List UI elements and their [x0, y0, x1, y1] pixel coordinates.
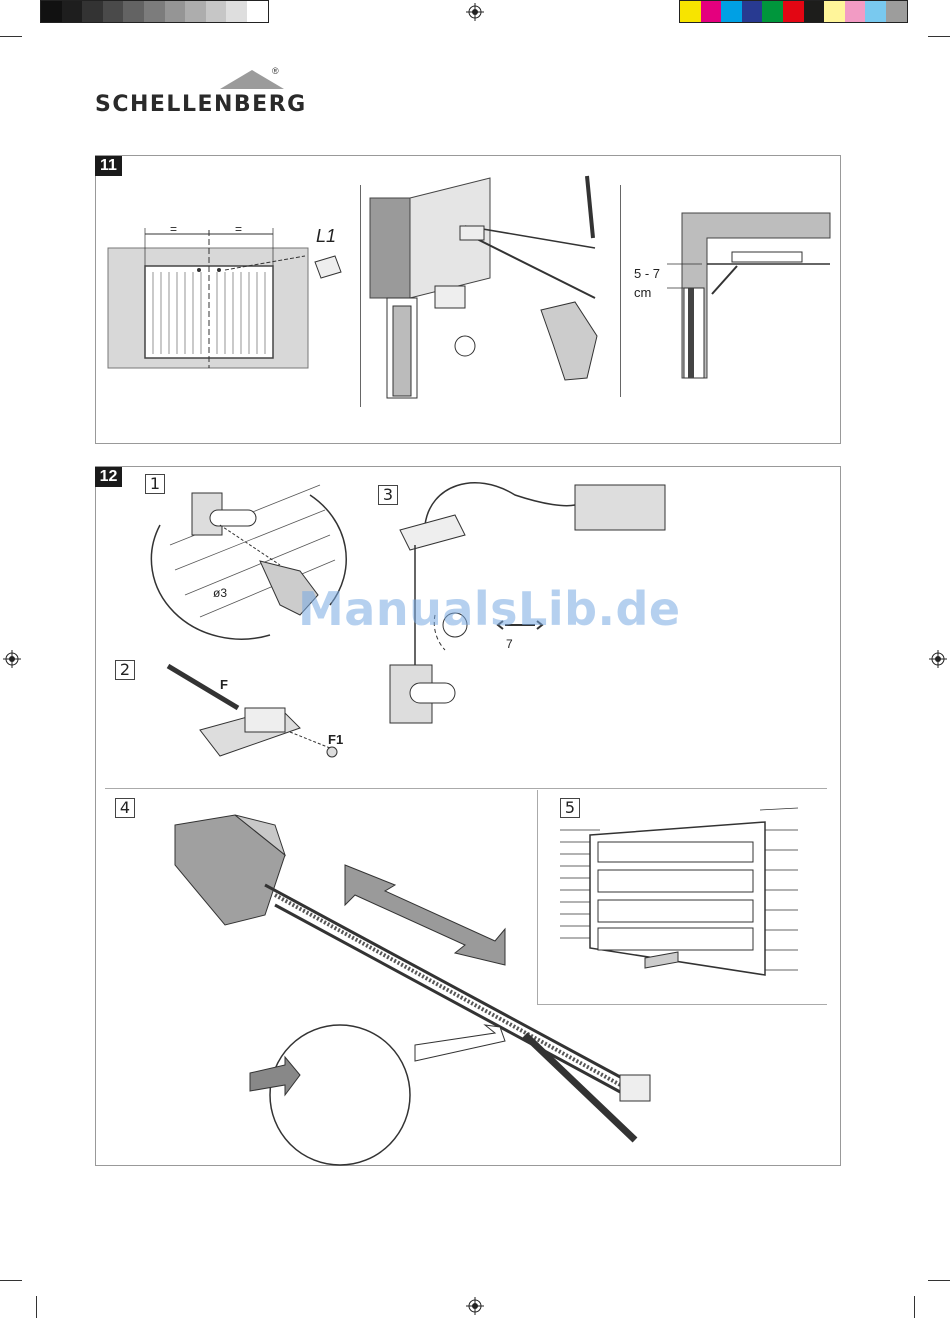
drill-diameter: ø3 [213, 586, 227, 600]
divider [537, 790, 538, 1005]
crop-mark [914, 1296, 915, 1318]
color-swatch [865, 1, 886, 22]
bracket-drilling-illustration [365, 168, 620, 408]
color-swatch [824, 1, 845, 22]
equal-mark-right: = [235, 222, 242, 236]
crop-mark [0, 36, 22, 37]
gray-swatch [206, 1, 227, 22]
gray-swatch [185, 1, 206, 22]
gray-swatch [103, 1, 124, 22]
divider [620, 185, 621, 397]
label-F: F [220, 677, 228, 692]
wrench-size: 7 [506, 637, 513, 651]
divider [537, 1004, 827, 1005]
crop-mark [36, 1296, 37, 1318]
gray-scale-bar [40, 0, 269, 23]
distance-value: 5 - 7 [634, 266, 660, 281]
gray-swatch [82, 1, 103, 22]
label-L1: L1 [316, 226, 336, 247]
color-swatch [783, 1, 804, 22]
divider [105, 788, 827, 789]
release-cable-attach-illustration [160, 658, 360, 768]
color-swatch [742, 1, 763, 22]
color-swatch [680, 1, 701, 22]
crop-mark [928, 1280, 950, 1281]
color-swatch [721, 1, 742, 22]
crop-mark [0, 1280, 22, 1281]
color-swatch [886, 1, 907, 22]
gray-swatch [41, 1, 62, 22]
gray-swatch [123, 1, 144, 22]
color-swatch [845, 1, 866, 22]
step-11-badge: 11 [95, 156, 122, 176]
brand-logo: SCHELLENBERG [95, 92, 307, 117]
registration-mark-bottom [466, 1297, 484, 1315]
gray-swatch [226, 1, 247, 22]
header-distance-illustration [662, 208, 837, 383]
step-12-badge: 12 [95, 467, 122, 487]
label-F1: F1 [328, 732, 343, 747]
equal-mark-left: = [170, 222, 177, 236]
registered-mark: ® [272, 66, 279, 76]
distance-unit: cm [634, 285, 651, 300]
obstacle-test-illustration [560, 800, 800, 1000]
registration-mark-right [929, 650, 947, 668]
color-swatch [701, 1, 722, 22]
gray-swatch [247, 1, 268, 22]
gray-swatch [165, 1, 186, 22]
watermark: ManualsLib.de [298, 582, 681, 636]
registration-mark-left [3, 650, 21, 668]
registration-mark-top [466, 3, 484, 21]
sub-step-2: 2 [115, 660, 135, 680]
color-swatch [804, 1, 825, 22]
color-swatch [762, 1, 783, 22]
divider [360, 185, 361, 407]
gray-swatch [62, 1, 83, 22]
sub-step-4: 4 [115, 798, 135, 818]
gray-swatch [144, 1, 165, 22]
crop-mark [928, 36, 950, 37]
color-scale-bar [679, 0, 908, 23]
